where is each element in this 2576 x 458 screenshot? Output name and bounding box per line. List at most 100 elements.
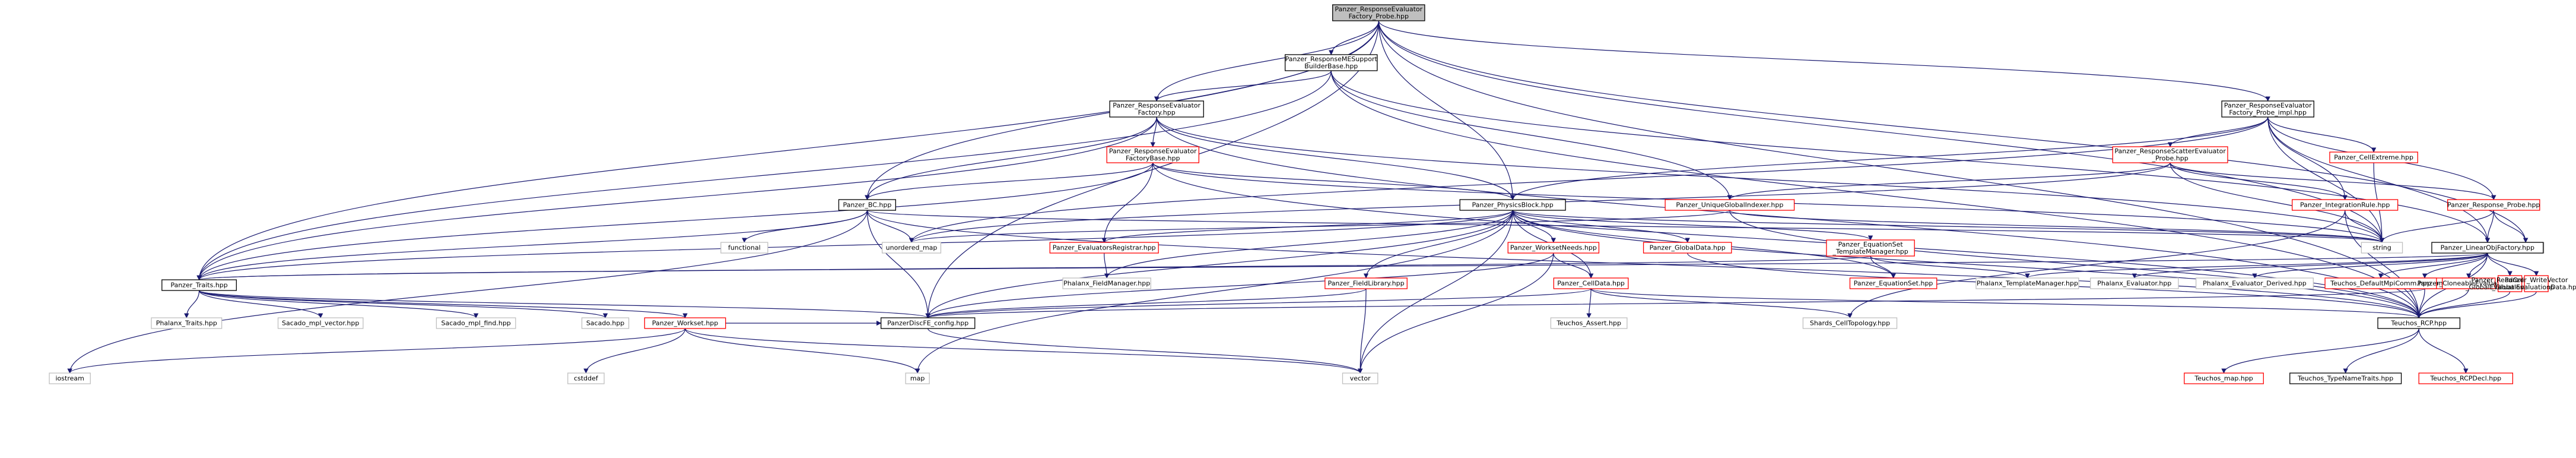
graph-node-teuchosTypeNameTraits[interactable]: Teuchos_TypeNameTraits.hpp xyxy=(2289,372,2402,384)
node-box xyxy=(1106,146,1199,163)
graph-node-teuchosRCPDecl[interactable]: Teuchos_RCPDecl.hpp xyxy=(2418,372,2514,384)
graph-node-shardsCellTopology[interactable]: Shards_CellTopology.hpp xyxy=(1802,317,1898,329)
graph-node-cellExtreme[interactable]: Panzer_CellExtreme.hpp xyxy=(2329,151,2418,163)
graph-node-globalData[interactable]: Panzer_GlobalData.hpp xyxy=(1643,242,1732,254)
graph-node-sacado[interactable]: Sacado.hpp xyxy=(581,317,630,329)
edge-reFactoryBase-to-traits xyxy=(196,162,1154,280)
graph-node-cellData[interactable]: Panzer_CellData.hpp xyxy=(1553,277,1629,289)
graph-node-vector[interactable]: vector xyxy=(1342,372,1378,384)
node-label: unordered_map xyxy=(886,244,938,252)
edge-linearObjContainer-to-panzerConfig xyxy=(926,288,2425,318)
node-label: Panzer_ResponseEvaluator xyxy=(1335,5,1422,13)
node-box xyxy=(49,372,91,384)
edge-workset-to-cstddef xyxy=(583,328,686,374)
node-label: Teuchos_RCP.hpp xyxy=(2390,320,2447,327)
graph-node-cstddef[interactable]: cstddef xyxy=(567,372,605,384)
graph-node-iostream[interactable]: iostream xyxy=(49,372,91,384)
edge-linearObjFactory-to-phalanxEvaluatorDerived xyxy=(2252,252,2488,279)
graph-node-root[interactable]: Panzer_ResponseEvaluatorFactory_Probe.hp… xyxy=(1332,4,1425,21)
edge-root-to-string xyxy=(1378,20,2385,243)
graph-node-functional[interactable]: functional xyxy=(720,242,768,254)
node-box xyxy=(1332,4,1425,21)
edge-bc-to-teuchosRCP xyxy=(866,210,2422,318)
graph-node-evaluatorsRegistrar[interactable]: Panzer_EvaluatorsRegistrar.hpp xyxy=(1049,242,1159,254)
edge-panzerConfig-to-vector xyxy=(928,328,1363,374)
edge-responseProbe-to-linearObjFactory xyxy=(2485,210,2494,243)
graph-node-worksetNeeds[interactable]: Panzer_WorksetNeeds.hpp xyxy=(1507,242,1600,254)
edge-physicsBlock-to-globalData xyxy=(1512,210,1690,243)
graph-node-scatterProbe[interactable]: Panzer_ResponseScatterEvaluator_Probe.hp… xyxy=(2112,146,2228,163)
node-label: Panzer_ResponseEvaluator xyxy=(2224,102,2312,109)
graph-node-uniqueGlobalIndexer[interactable]: Panzer_UniqueGlobalIndexer.hpp xyxy=(1665,199,1795,211)
node-label: Panzer_EquationSet xyxy=(1838,241,1903,248)
graph-node-sacadoMplVector[interactable]: Sacado_mpl_vector.hpp xyxy=(277,317,364,329)
node-label: Phalanx_Traits.hpp xyxy=(156,320,217,327)
edge-physicsBlock-to-phalanxFieldManager xyxy=(1104,210,1513,279)
graph-node-teuchosAssert[interactable]: Teuchos_Assert.hpp xyxy=(1550,317,1628,329)
graph-node-bc[interactable]: Panzer_BC.hpp xyxy=(838,199,896,211)
node-box xyxy=(880,317,976,329)
node-box xyxy=(2498,275,2523,292)
node-label: functional xyxy=(728,244,761,252)
graph-node-linearObjFactory[interactable]: Panzer_LinearObjFactory.hpp xyxy=(2431,242,2544,254)
graph-node-phalanxEvaluator[interactable]: Phalanx_Evaluator.hpp xyxy=(2090,277,2179,289)
graph-node-teuchosDefaultMpiComm[interactable]: Teuchos_DefaultMpiComm.hpp xyxy=(2324,277,2437,289)
edge-scatterProbe-to-integrationRule xyxy=(2170,162,2348,200)
node-label: _GlobalEvaluationData.hpp xyxy=(2491,283,2576,291)
edge-cloneableEvaluator-to-teuchosRCP xyxy=(2416,288,2469,318)
node-label: Panzer_WorksetNeeds.hpp xyxy=(1510,244,1597,252)
graph-node-cloneableEvaluator[interactable]: Panzer_CloneableEvaluator.hpp xyxy=(2418,277,2520,289)
graph-node-phalanxTraits[interactable]: Phalanx_Traits.hpp xyxy=(151,317,223,329)
graph-node-sacadoMplFind[interactable]: Sacado_mpl_find.hpp xyxy=(436,317,516,329)
graph-node-traits[interactable]: Panzer_Traits.hpp xyxy=(161,279,237,291)
graph-node-teuchosRCP[interactable]: Teuchos_RCP.hpp xyxy=(2377,317,2461,329)
graph-node-teuchosMap[interactable]: Teuchos_map.hpp xyxy=(2184,372,2264,384)
edge-integrationRule-to-teuchosRCP xyxy=(2345,210,2422,318)
graph-node-eqSetTemplateManager[interactable]: Panzer_EquationSet_TemplateManager.hpp xyxy=(1826,239,1915,257)
graph-node-string[interactable]: string xyxy=(2361,242,2403,254)
graph-node-phalanxFieldManager[interactable]: Phalanx_FieldManager.hpp xyxy=(1062,277,1151,289)
node-box xyxy=(838,199,896,211)
node-box xyxy=(1324,277,1408,289)
node-label: Phalanx_Evaluator.hpp xyxy=(2097,280,2171,288)
node-label: Panzer_Response_Probe.hpp xyxy=(2447,201,2540,209)
graph-node-physicsBlock[interactable]: Panzer_PhysicsBlock.hpp xyxy=(1459,199,1566,211)
edge-reFactoryBase-to-evaluatorsRegistrar xyxy=(1101,162,1154,243)
graph-node-responseProbe[interactable]: Panzer_Response_Probe.hpp xyxy=(2447,199,2540,211)
graph-node-phalanxTemplateManager[interactable]: Phalanx_TemplateManager.hpp xyxy=(1975,277,2079,289)
edge-reFactoryProbeImpl-to-unorderedMap xyxy=(909,116,2269,243)
edge-fieldLibrary-to-panzerConfig xyxy=(925,288,1367,318)
edge-linearObjFactory-to-phalanxTemplateManager xyxy=(2025,252,2488,279)
edge-scatterProbe-to-string xyxy=(2170,162,2385,243)
graph-node-unorderedMap[interactable]: unordered_map xyxy=(881,242,942,254)
graph-node-panzerConfig[interactable]: PanzerDiscFE_config.hpp xyxy=(880,317,976,329)
graph-node-reFactoryProbeImpl[interactable]: Panzer_ResponseEvaluatorFactory_Probe_im… xyxy=(2221,100,2314,118)
node-box xyxy=(277,317,364,329)
node-label: Panzer_IntegrationRule.hpp xyxy=(2300,201,2390,209)
graph-node-writeVector[interactable]: Panzer_WriteVector_GlobalEvaluationData.… xyxy=(2491,275,2576,292)
node-box xyxy=(161,279,237,291)
edge-traits-to-sacado xyxy=(199,290,608,318)
graph-node-fieldLibrary[interactable]: Panzer_FieldLibrary.hpp xyxy=(1324,277,1408,289)
node-label: Panzer_Workset.hpp xyxy=(652,320,719,327)
node-label: Panzer_LinearObjFactory.hpp xyxy=(2441,244,2534,252)
edge-bc-to-traits xyxy=(196,210,868,280)
edge-root-to-reFactoryProbeImpl xyxy=(1378,20,2270,102)
node-box xyxy=(2418,372,2514,384)
edge-responseProbe-to-string xyxy=(2379,210,2494,243)
graph-node-map[interactable]: map xyxy=(905,372,930,384)
node-label: Panzer_ResponseScatterEvaluator xyxy=(2114,147,2226,155)
graph-node-equationSet[interactable]: Panzer_EquationSet.hpp xyxy=(1849,277,1937,289)
graph-node-integrationRule[interactable]: Panzer_IntegrationRule.hpp xyxy=(2292,199,2399,211)
node-label: Panzer_PhysicsBlock.hpp xyxy=(1472,201,1553,209)
node-box xyxy=(1049,242,1159,254)
node-box xyxy=(2431,242,2544,254)
node-label: Panzer_Traits.hpp xyxy=(170,282,227,289)
edge-teuchosRCP-to-teuchosRCPDecl xyxy=(2418,328,2469,374)
graph-node-phalanxEvaluatorDerived[interactable]: Phalanx_Evaluator_Derived.hpp xyxy=(2195,277,2314,289)
graph-node-workset[interactable]: Panzer_Workset.hpp xyxy=(644,317,726,329)
node-box xyxy=(1459,199,1566,211)
